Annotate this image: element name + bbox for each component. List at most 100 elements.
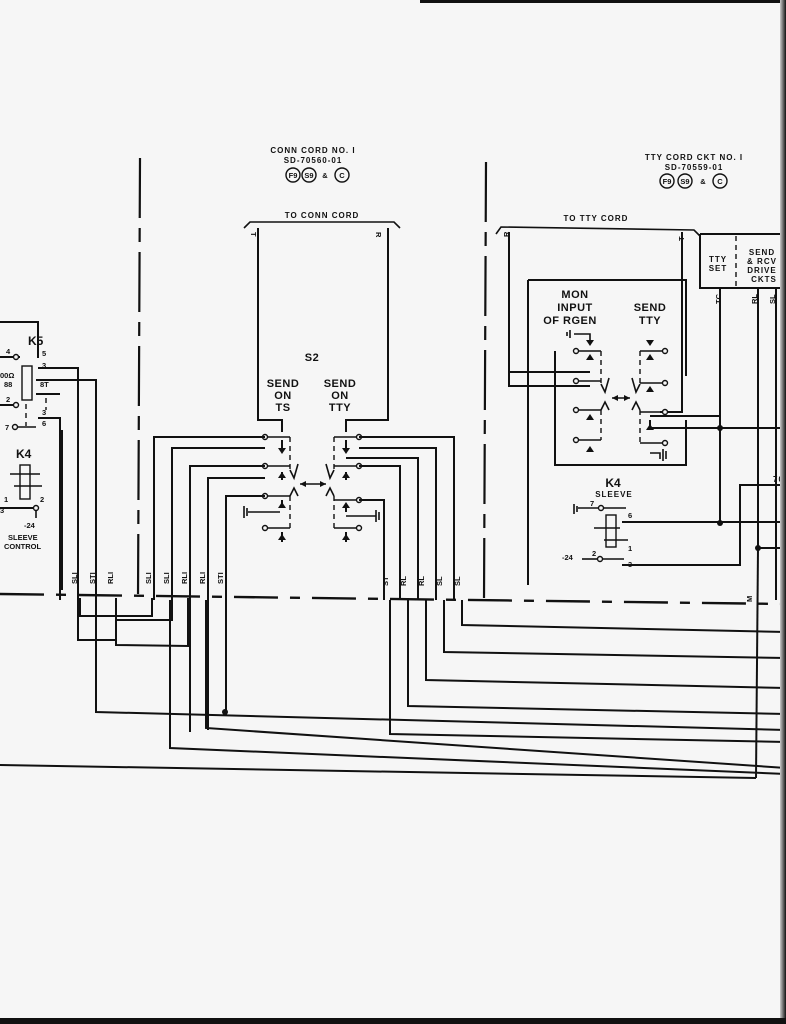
switch-s2: S2 SEND ON TS SEND ON TTY xyxy=(243,228,389,542)
svg-text:2: 2 xyxy=(592,549,596,558)
cable-boundary-line xyxy=(0,592,786,606)
boundary-line-right xyxy=(482,161,488,601)
k4-right-label: K4 xyxy=(605,476,621,490)
k5-coil xyxy=(21,365,33,401)
lead-r-label: R xyxy=(374,232,383,238)
svg-text:DRIVE: DRIVE xyxy=(747,266,776,275)
svg-text:-24: -24 xyxy=(562,553,574,562)
svg-text:STI: STI xyxy=(216,572,225,584)
ref-circle-s9 xyxy=(677,173,693,189)
svg-text:SEND: SEND xyxy=(634,302,667,314)
svg-text:-24: -24 xyxy=(24,521,36,530)
svg-text:SEND: SEND xyxy=(324,378,357,390)
svg-text:3: 3 xyxy=(0,506,4,515)
svg-text:SEND: SEND xyxy=(267,378,300,390)
svg-text:7: 7 xyxy=(5,423,9,432)
svg-text:ST: ST xyxy=(381,576,390,586)
page-edge-bottom xyxy=(0,1018,786,1024)
svg-text:2: 2 xyxy=(6,395,10,404)
svg-text:88: 88 xyxy=(4,380,12,389)
relay-k4-sleeve-control: K4 1 2 3 -24 SLEEVE CONTROL xyxy=(0,430,63,590)
ref-s9: S9 xyxy=(680,177,689,186)
svg-text:OF RGEN: OF RGEN xyxy=(543,315,597,327)
svg-text:CONTROL: CONTROL xyxy=(4,542,41,551)
lead-tc-label: TC xyxy=(714,293,723,304)
tty-cord-bracket-label: TO TTY CORD xyxy=(564,214,629,223)
svg-text:00Ω: 00Ω xyxy=(0,371,14,380)
svg-text:2: 2 xyxy=(40,495,44,504)
ref-circle-f9 xyxy=(285,167,301,183)
boundary-line-left xyxy=(136,157,142,599)
cable-labels-left: SLI STI RLI SLI SLI RLI RLI STI xyxy=(70,572,225,584)
svg-text:RLI: RLI xyxy=(106,572,115,584)
ref-s9: S9 xyxy=(304,171,313,180)
switch-mon-send-tty: MON INPUT OF RGEN SEND TTY xyxy=(508,232,786,585)
k4-label: K4 xyxy=(16,447,32,461)
ref-circle-f9 xyxy=(659,173,675,189)
svg-text:INPUT: INPUT xyxy=(557,302,593,314)
ref-f9: F9 xyxy=(663,177,672,186)
svg-text:ON: ON xyxy=(331,390,349,402)
svg-text:6: 6 xyxy=(42,419,46,428)
svg-text:TTY: TTY xyxy=(329,402,351,414)
svg-text:STI: STI xyxy=(88,572,97,584)
edge-label: 70 xyxy=(773,475,784,484)
svg-text:RL: RL xyxy=(417,576,426,586)
relay-k5: K5 4 5 3 00Ω 88 8T 2 3 6 7 xyxy=(0,321,117,712)
tty-set-box: TTY SET SEND & RCV DRIVE CKTS TC RL SL xyxy=(699,233,786,304)
tty-cord-bracket: TO TTY CORD R T xyxy=(495,214,701,241)
ref-circle-c xyxy=(712,173,728,189)
relay-k4-sleeve: K4 SLEEVE 7 6 1 -24 2 3 xyxy=(562,476,786,569)
cable-runs xyxy=(0,425,786,779)
ampersand: & xyxy=(700,177,706,186)
svg-text:5: 5 xyxy=(42,349,46,358)
svg-text:7: 7 xyxy=(590,499,594,508)
svg-text:CKTS: CKTS xyxy=(751,275,777,284)
cable-labels-right: ST RL RL SL SL M xyxy=(381,576,754,602)
svg-text:SLEEVE: SLEEVE xyxy=(8,533,38,542)
lead-t-label: T xyxy=(249,232,258,237)
svg-text:TS: TS xyxy=(275,402,290,414)
junction-dot xyxy=(222,709,228,715)
s2-wiring xyxy=(116,436,455,732)
page-edge-right xyxy=(780,0,786,1024)
svg-text:RLI: RLI xyxy=(180,572,189,584)
conn-cord-bracket-label: TO CONN CORD xyxy=(285,211,360,220)
svg-text:TTY: TTY xyxy=(639,315,661,327)
junction-dot xyxy=(755,545,761,551)
svg-text:SLI: SLI xyxy=(144,572,153,584)
tty-cord-header: TTY CORD CKT NO. I SD-70559-01 F9 S9 & C xyxy=(645,153,742,189)
svg-text:4: 4 xyxy=(6,347,11,356)
svg-text:& RCV: & RCV xyxy=(747,257,777,266)
junction-dot xyxy=(717,520,723,526)
conn-cord-bracket: TO CONN CORD T R xyxy=(243,211,401,238)
svg-text:SLI: SLI xyxy=(162,572,171,584)
k4-coil xyxy=(19,464,31,500)
svg-text:1: 1 xyxy=(628,544,632,553)
ref-f9: F9 xyxy=(289,171,298,180)
k4-right-coil xyxy=(605,514,617,548)
tty-set-leads: 70 xyxy=(719,288,786,779)
svg-text:SLI: SLI xyxy=(70,572,79,584)
lead-r-label: R xyxy=(502,231,511,237)
svg-text:SL: SL xyxy=(435,576,444,586)
svg-text:8T: 8T xyxy=(40,380,49,389)
conn-cord-title: CONN CORD NO. I xyxy=(270,146,355,155)
conn-cord-drawing: SD-70560-01 xyxy=(284,156,343,165)
svg-text:ON: ON xyxy=(274,390,292,402)
svg-text:1: 1 xyxy=(4,495,8,504)
svg-text:3: 3 xyxy=(42,408,46,417)
page-edge-top xyxy=(420,0,786,3)
svg-text:SET: SET xyxy=(709,264,728,273)
svg-text:3: 3 xyxy=(42,361,46,370)
lead-rl-label: RL xyxy=(750,294,759,304)
k5-label: K5 xyxy=(28,334,44,348)
svg-text:6: 6 xyxy=(628,511,632,520)
svg-text:TTY: TTY xyxy=(709,255,727,264)
cable-marker: M xyxy=(745,596,754,602)
svg-text:MON: MON xyxy=(561,289,588,301)
ref-c: C xyxy=(339,171,345,180)
svg-text:SLEEVE: SLEEVE xyxy=(595,490,633,499)
conn-cord-header: CONN CORD NO. I SD-70560-01 F9 S9 & C xyxy=(270,146,355,183)
s2-label: S2 xyxy=(305,352,319,364)
